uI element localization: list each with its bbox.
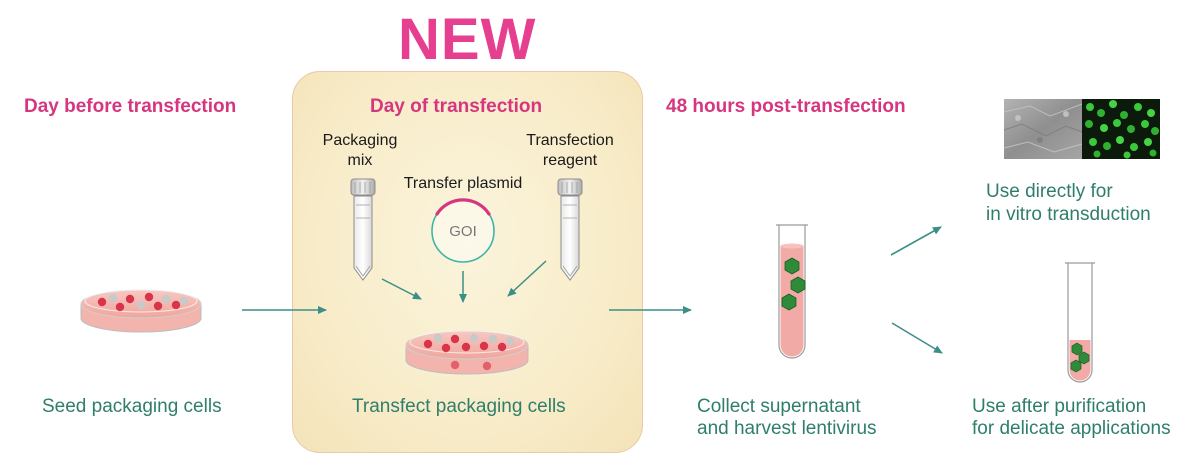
caption-collect-line-2: and harvest lentivirus: [697, 418, 877, 439]
virus-particles-purified: [1070, 342, 1090, 373]
caption-transfect: Transfect packaging cells: [352, 396, 566, 417]
petri-dish-transfect: [405, 330, 529, 375]
transfection-reagent-label-line-1: Transfection: [526, 132, 614, 149]
stage-heading-day-before: Day before transfection: [24, 96, 237, 117]
packaging-mix-label-line-2: mix: [347, 152, 373, 169]
packaging-mix-label-line-1: Packaging: [322, 132, 398, 149]
micrograph-fluorescence: [1082, 99, 1160, 159]
stage-heading-day-of: Day of transfection: [370, 96, 543, 117]
harvest-tube: [776, 224, 808, 359]
caption-use-directly-line-1: Use directly for: [986, 181, 1113, 202]
cells-seed: [97, 292, 189, 312]
arrow-collect-to-purification: [891, 322, 943, 354]
micrograph-brightfield: [1003, 99, 1083, 159]
caption-use-after-purification-line-2: for delicate applications: [972, 418, 1171, 439]
virus-particles: [781, 257, 806, 311]
cells-transfect: [423, 333, 515, 371]
arrow-reagent-to-dish: [507, 260, 547, 297]
transfection-reagent-tube: [557, 178, 583, 281]
packaging-mix-tube: [350, 178, 376, 281]
purified-tube: [1065, 262, 1095, 383]
transfer-plasmid-label: Transfer plasmid: [403, 175, 523, 192]
caption-collect-line-1: Collect supernatant: [697, 396, 861, 417]
packaging-mix-label: Packaging mix: [310, 131, 410, 171]
caption-use-after-purification: Use after purification for delicate appl…: [972, 396, 1171, 440]
new-badge: NEW: [398, 7, 537, 72]
goi-label: GOI: [449, 223, 477, 240]
arrow-packaging-mix-to-dish: [381, 278, 422, 300]
arrow-collect-to-direct-use: [890, 226, 942, 256]
caption-seed: Seed packaging cells: [42, 396, 222, 417]
caption-collect: Collect supernatant and harvest lentivir…: [697, 396, 877, 440]
transfection-reagent-label-line-2: reagent: [542, 152, 598, 169]
plasmid-icon: [431, 198, 495, 263]
transfection-reagent-label: Transfection reagent: [515, 131, 625, 171]
petri-dish-seed: [80, 289, 202, 333]
caption-use-after-purification-line-1: Use after purification: [972, 396, 1147, 417]
caption-use-directly-line-2: in vitro transduction: [986, 204, 1151, 225]
caption-use-directly: Use directly for in vitro transduction: [986, 180, 1151, 226]
stage-heading-48h: 48 hours post-transfection: [666, 96, 906, 117]
